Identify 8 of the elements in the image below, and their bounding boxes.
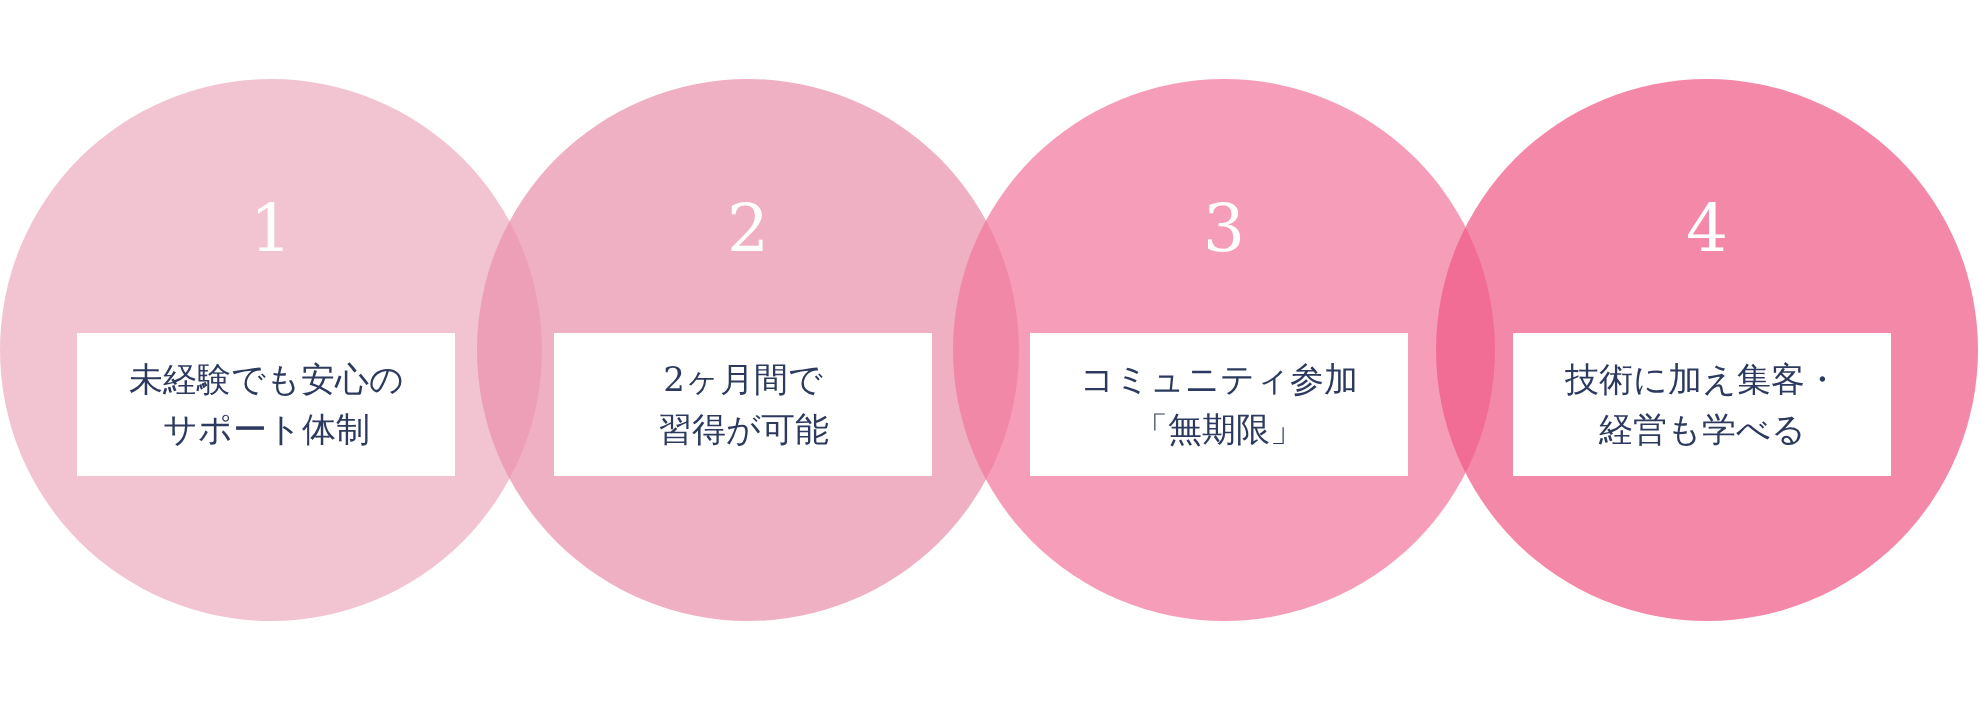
text-panel: コミュニティ参加「無期限」: [1030, 333, 1408, 476]
text-panel: 2ヶ月間で習得が可能: [554, 333, 932, 476]
text-panel: 技術に加え集客・経営も学べる: [1513, 333, 1891, 476]
step-number: 1: [250, 196, 292, 262]
step-number: 4: [1686, 196, 1728, 262]
step-number: 2: [727, 196, 769, 262]
step-number: 3: [1203, 196, 1245, 262]
text-panel: 未経験でも安心のサポート体制: [77, 333, 455, 476]
